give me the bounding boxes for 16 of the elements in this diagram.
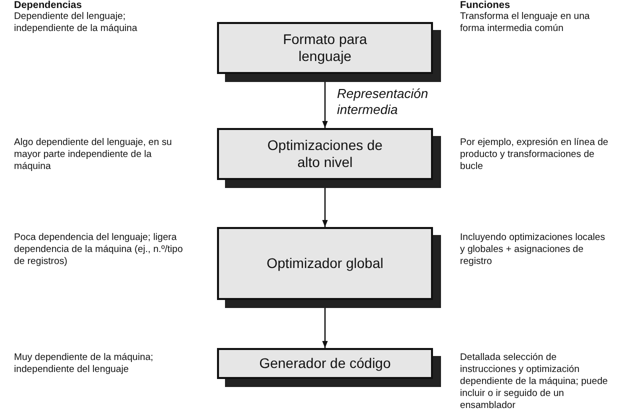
dependency-note: Algo dependiente del lenguaje, en su mayor parte independiente de la máquina: [14, 137, 173, 173]
column-heading: Funciones: [460, 0, 510, 11]
dependency-note: Poca dependencia del lenguaje; ligera dependencia de la máquina (ej., n.º/tipo de registros): [14, 232, 184, 268]
box-label: Formato para lenguaje: [282, 31, 368, 65]
dependency-note: Dependiente del lenguaje; independiente de la máquina: [14, 11, 138, 35]
function-note: Por ejemplo, expresión en línea de producto y transformaciones de bucle: [460, 137, 610, 173]
function-note: Incluyendo optimizaciones locales y globales + asignaciones de registro: [460, 232, 606, 268]
box-label: Optimizador global: [266, 255, 384, 272]
arrow: [322, 188, 328, 227]
box-label: Generador de código: [259, 355, 391, 372]
box-label: Optimizaciones de alto nivel: [266, 137, 384, 171]
function-note: Transforma el lenguaje en una forma intermedia común: [460, 11, 591, 35]
function-note: Detallada selección de instrucciones y optimización dependiente de la máquina; puede incluir o ir seguido de un ensamblador: [460, 352, 609, 412]
column-heading: Dependencias: [14, 0, 82, 11]
arrow: [322, 308, 328, 348]
dependency-note: Muy dependiente de la máquina; independiente del lenguaje: [14, 352, 154, 376]
